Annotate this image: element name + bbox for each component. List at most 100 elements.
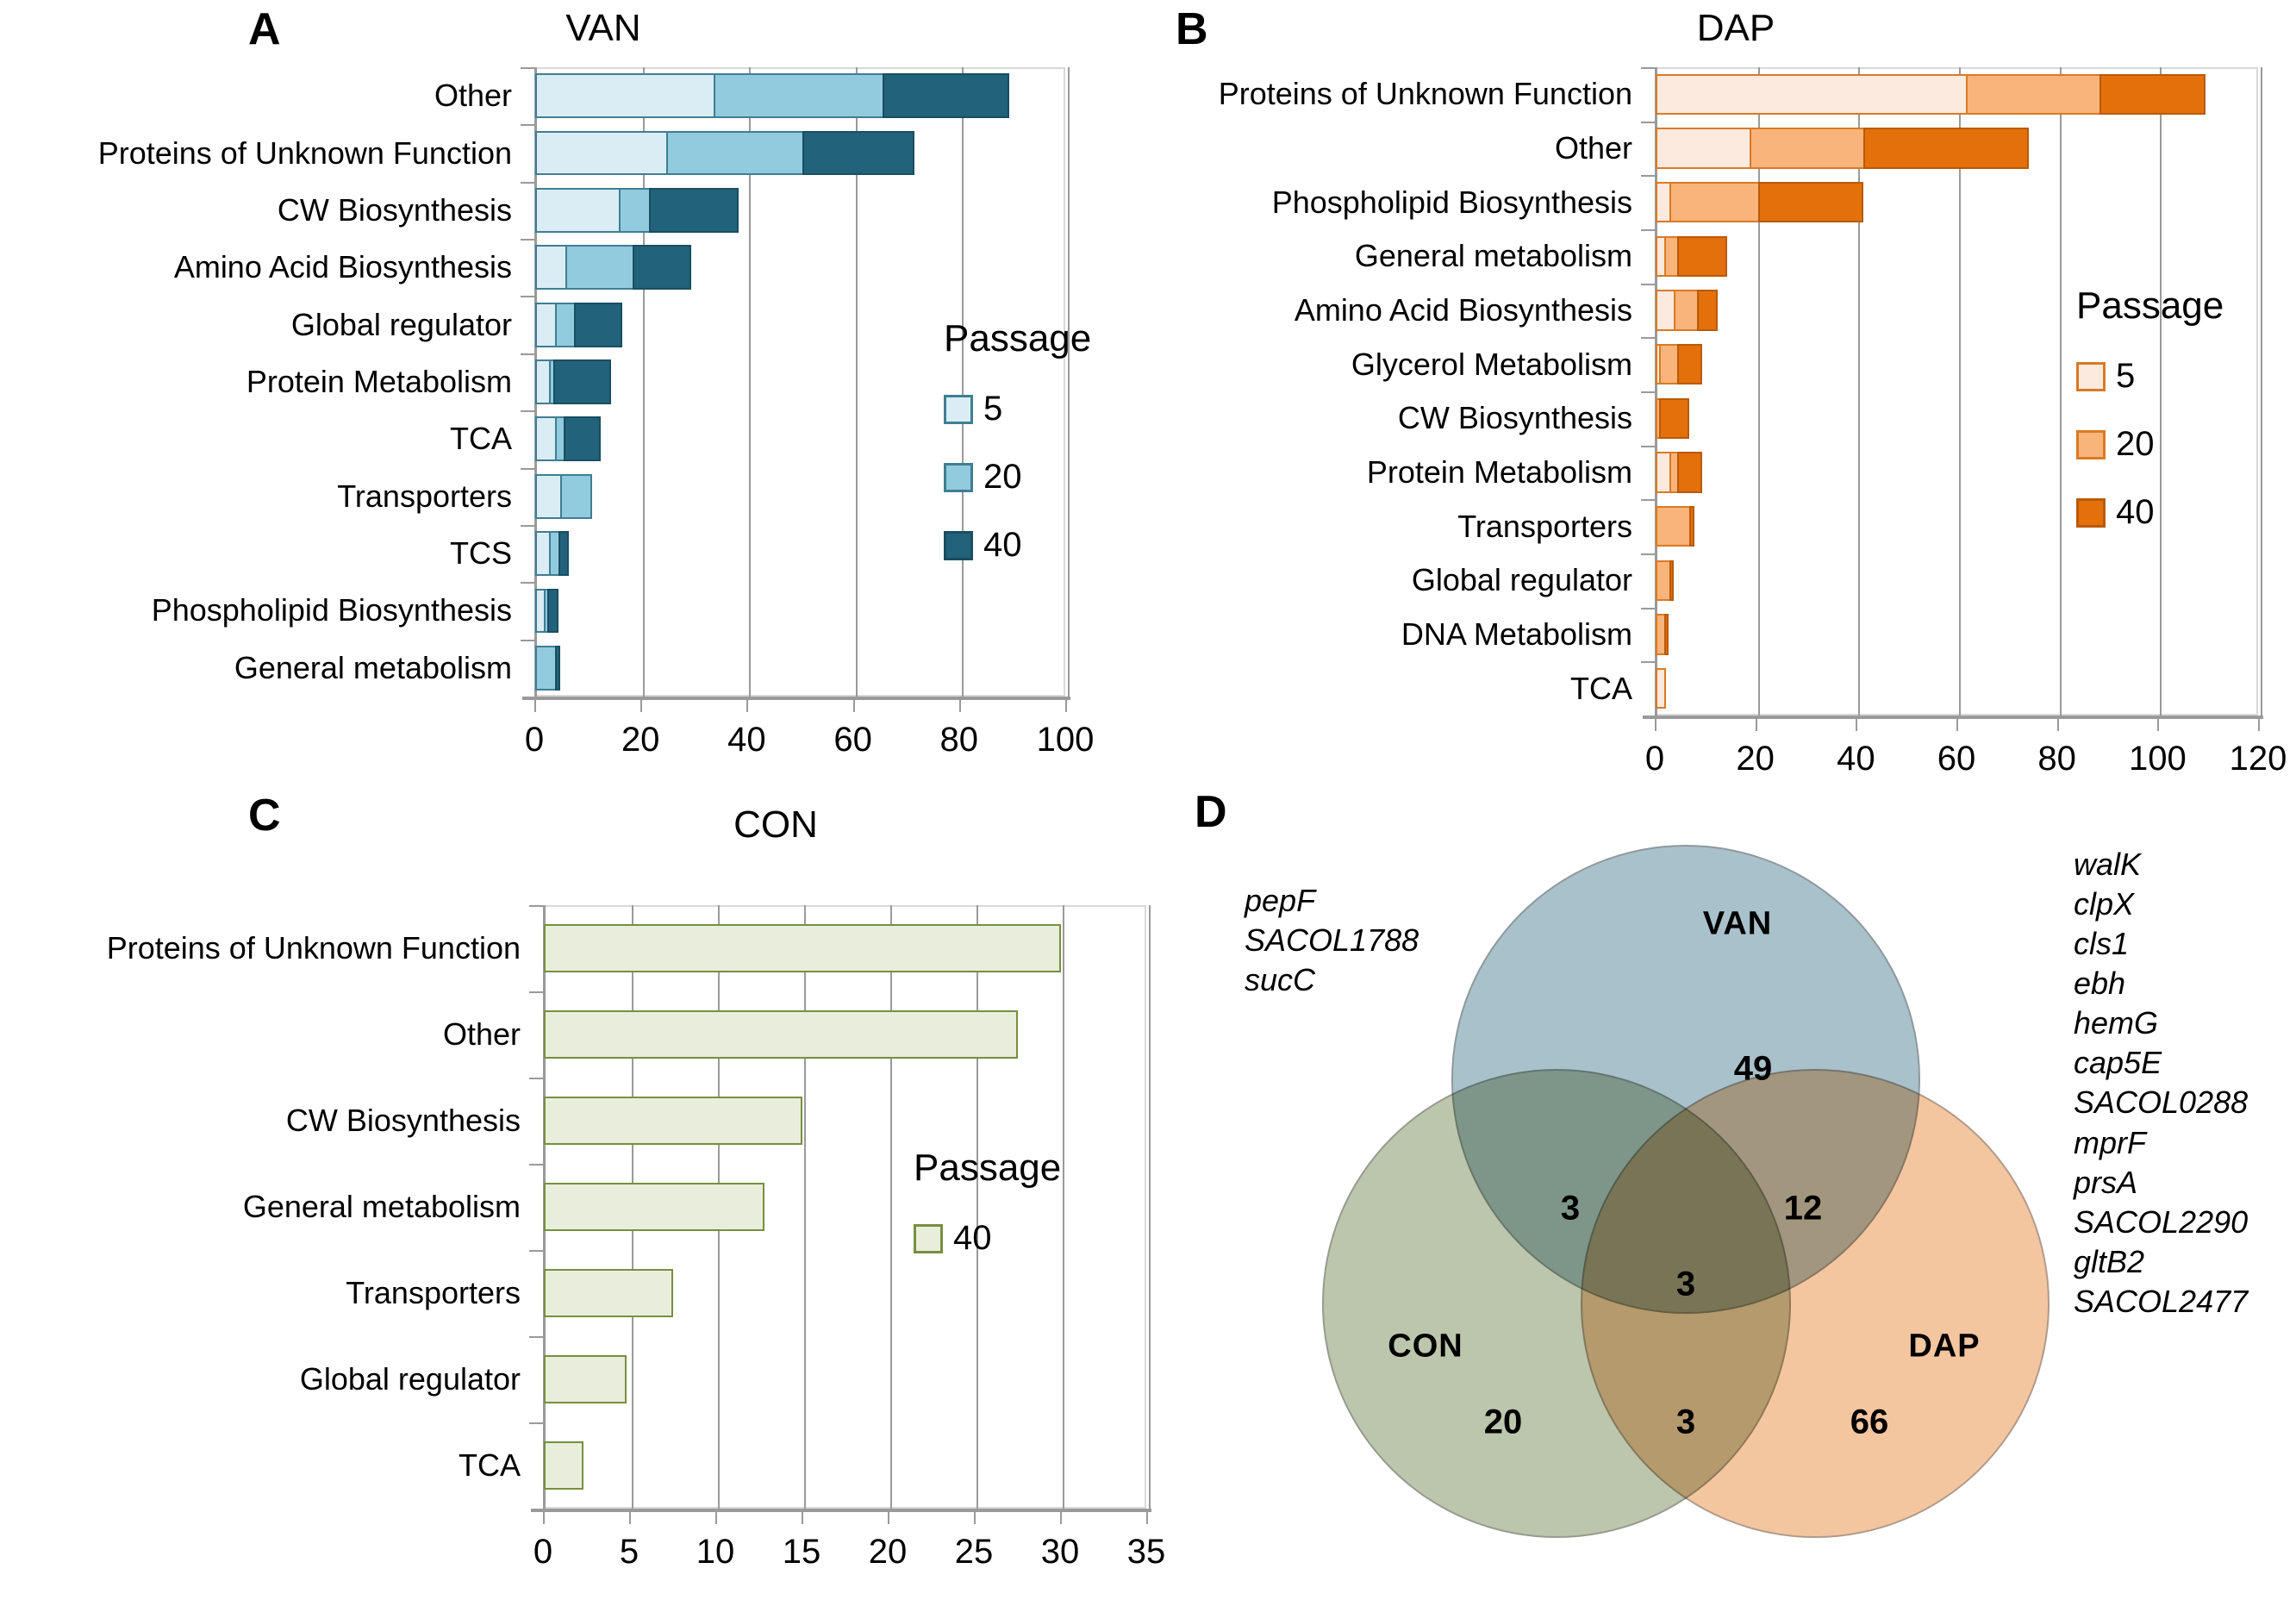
bar-segment (1669, 559, 1675, 602)
y-tick (521, 239, 534, 241)
category-label: TCA (1570, 670, 1632, 706)
y-tick (1641, 337, 1655, 340)
bar-row (1656, 559, 1675, 602)
venn-circle-dap[interactable] (1581, 1069, 2050, 1538)
legend-item[interactable]: 40 (914, 1219, 1061, 1258)
venn-label-dap: DAP (1908, 1328, 1981, 1365)
plot-area (534, 67, 1070, 697)
x-tick-label: 40 (727, 721, 766, 759)
x-tick-label: 100 (2128, 740, 2187, 778)
x-tick-label: 0 (1644, 740, 1665, 778)
x-tick-label: 35 (1126, 1533, 1166, 1571)
bar-segment (1697, 290, 1718, 331)
x-tick-label: 5 (619, 1533, 640, 1571)
bar-row (1656, 505, 1694, 547)
category-label: General metabolism (1354, 238, 1632, 274)
gridline (804, 905, 806, 1509)
bar-row (544, 1183, 764, 1231)
venn-count-dap-only: 66 (1850, 1403, 1889, 1441)
bar-segment (554, 645, 560, 691)
panel-c-title: CON (733, 803, 818, 846)
bar-segment (558, 531, 570, 576)
y-tick (1641, 391, 1655, 393)
category-label: Global regulator (290, 306, 512, 342)
gene-name: clpX (2074, 886, 2135, 922)
bar-row (535, 473, 592, 519)
legend-title: Passage (914, 1147, 1062, 1189)
bar-row (1656, 397, 1689, 440)
bar-segment (535, 245, 567, 291)
gene-name: walK (2074, 847, 2142, 882)
legend-item[interactable]: 5 (944, 390, 1091, 428)
y-tick (529, 1250, 543, 1252)
bar-segment (1658, 343, 1680, 385)
legend-item[interactable]: 5 (2076, 357, 2224, 396)
category-label: Global regulator (1411, 562, 1632, 598)
gridline (890, 905, 892, 1509)
venn-count-con-only: 20 (1483, 1403, 1523, 1441)
bar-row (1656, 343, 1703, 385)
chart-legend: Passage 40 (914, 1147, 1061, 1258)
bar-segment (1658, 397, 1689, 440)
venn-count-van-dap: 12 (1783, 1189, 1823, 1228)
category-label: Protein Metabolism (246, 364, 512, 399)
bar-row (1656, 667, 1666, 709)
category-label: Proteins of Unknown Function (1218, 76, 1632, 112)
y-tick (521, 410, 534, 413)
gridline (2261, 67, 2262, 716)
x-tick-label: 25 (954, 1533, 994, 1571)
x-tick-label: 15 (782, 1533, 821, 1571)
legend-label: 5 (983, 390, 1003, 428)
legend-item[interactable]: 20 (944, 458, 1091, 497)
gene-name: SACOL2290 (2074, 1203, 2249, 1240)
gene-name: mprF (2074, 1124, 2146, 1160)
y-tick (521, 639, 534, 641)
bar-segment (544, 1010, 1018, 1059)
bar-row (535, 531, 570, 576)
gene-name: prsA (2074, 1164, 2138, 1200)
x-tick (888, 1512, 889, 1524)
x-tick (2056, 719, 2059, 731)
bar-segment (618, 188, 651, 233)
panel-a-title: VAN (565, 7, 641, 49)
bar-row (535, 416, 602, 462)
category-label: Phospholipid Biosynthesis (151, 592, 512, 628)
plot-area (543, 905, 1151, 1509)
y-tick (521, 181, 534, 184)
panel-c-letter: C (248, 791, 281, 841)
y-tick (1641, 445, 1655, 447)
bar-row (1656, 235, 1728, 278)
legend-label: 40 (2116, 493, 2155, 531)
gridline (2059, 67, 2062, 716)
x-tick (640, 700, 643, 712)
bar-row (535, 188, 739, 233)
legend-item[interactable]: 40 (944, 526, 1091, 565)
x-tick (2157, 719, 2160, 731)
gridline (1757, 67, 1760, 716)
x-tick (1856, 719, 1858, 731)
x-axis-line (522, 697, 1070, 700)
gene-name: cls1 (2074, 926, 2130, 962)
legend-item[interactable]: 40 (2076, 493, 2224, 532)
bar-segment (563, 416, 602, 462)
x-tick (1655, 719, 1656, 731)
x-tick (852, 700, 855, 712)
category-label: General metabolism (234, 649, 512, 685)
x-tick-label: 100 (1036, 721, 1095, 759)
bar-segment (648, 188, 739, 233)
x-tick (2258, 719, 2260, 731)
bar-segment (1656, 667, 1666, 709)
bar-segment (2099, 73, 2206, 116)
bar-row (544, 1355, 627, 1403)
legend-item[interactable]: 20 (2076, 425, 2224, 464)
bar-segment (544, 924, 1061, 972)
x-tick-label: 60 (1937, 740, 1976, 778)
bar-row (544, 1269, 673, 1317)
